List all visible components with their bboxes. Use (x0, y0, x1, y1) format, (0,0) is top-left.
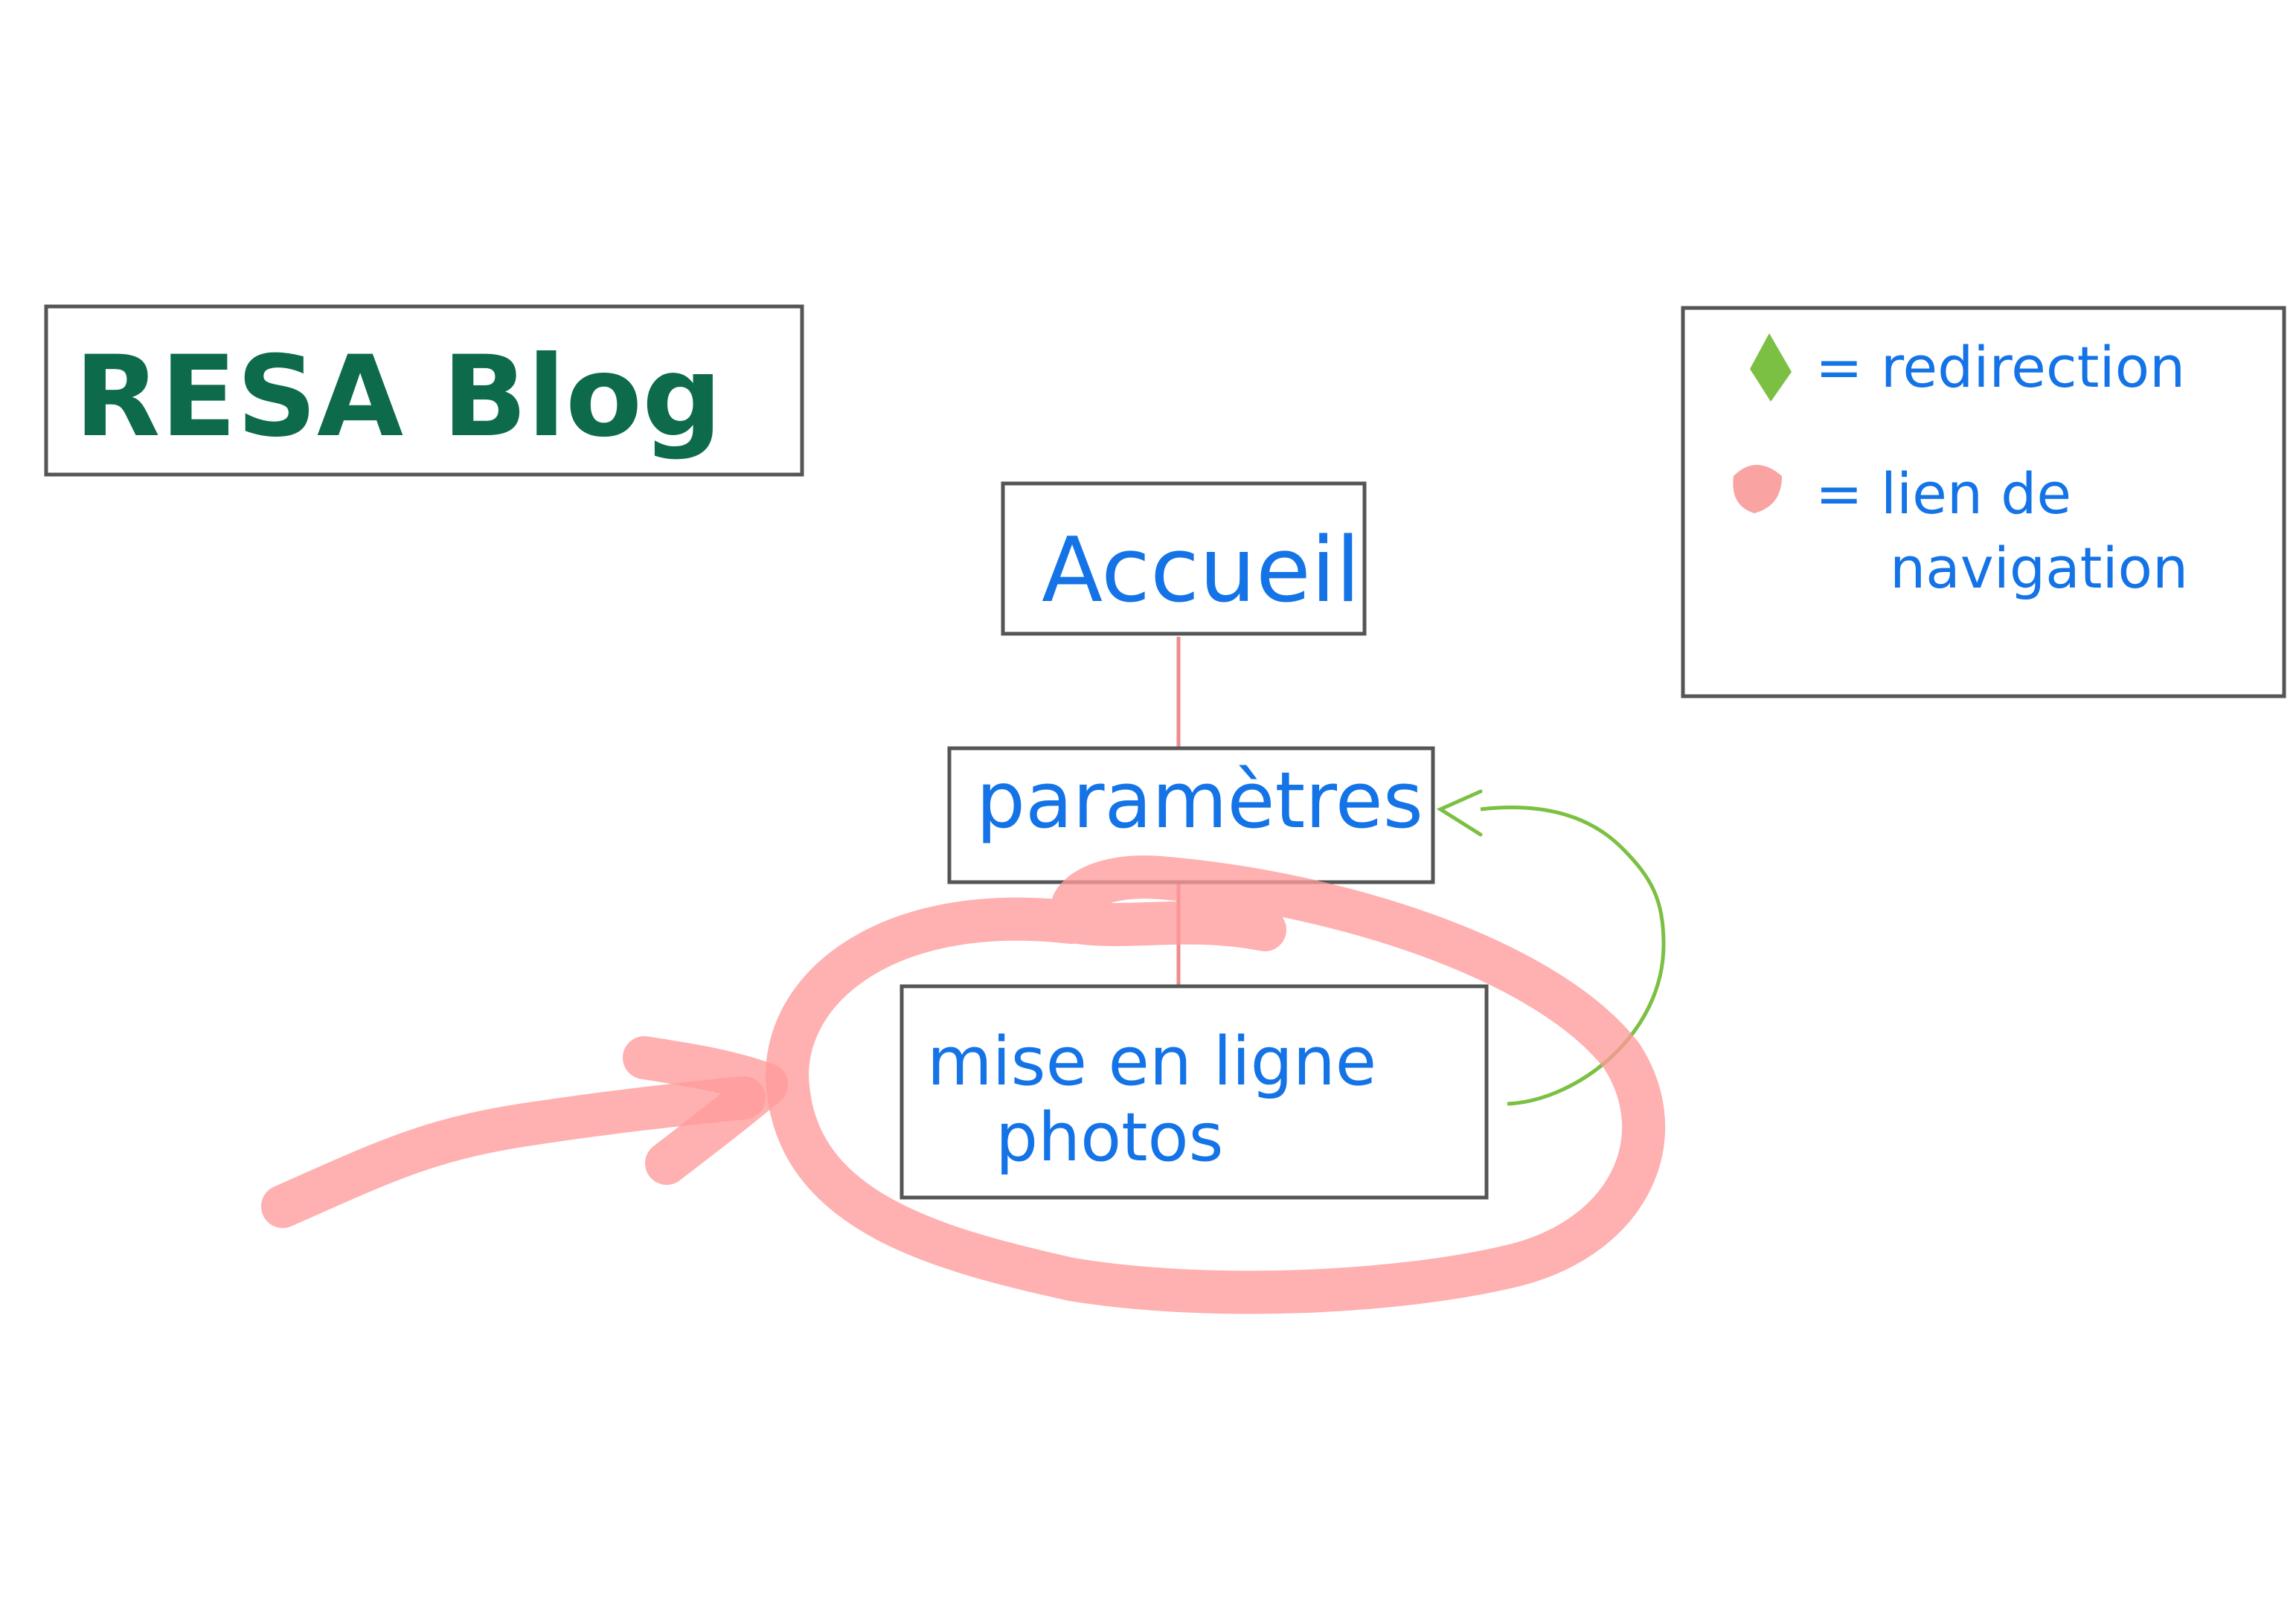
highlight-arrow (261, 1036, 788, 1228)
title-box (44, 304, 804, 477)
legend: = redirection = lien de navigation (1681, 306, 2286, 698)
node-upload-photos: mise en ligne photos (900, 984, 1489, 1200)
legend-redirection-label: = redirection (1815, 334, 2185, 400)
node-accueil: Accueil (1001, 481, 1367, 636)
node-upload-box (900, 984, 1489, 1200)
redirection-arrow (1480, 806, 1666, 1106)
node-parametres-label: paramètres (976, 755, 1423, 846)
redirection-swatch-icon (1750, 333, 1792, 402)
title-block: RESA Blog (44, 304, 804, 477)
legend-box (1681, 306, 2286, 698)
nav-link-swatch-icon (1733, 465, 1782, 513)
legend-nav-label-line1: = lien de (1815, 460, 2071, 527)
node-upload-label-line2: photos (995, 1099, 1223, 1177)
highlight-loop (766, 855, 1666, 1314)
legend-nav-label-line2: navigation (1890, 535, 2188, 601)
node-accueil-label: Accueil (1042, 519, 1361, 623)
highlight-arrowhead-icon (623, 1036, 788, 1185)
node-accueil-box (1001, 481, 1367, 636)
redirection-arrowhead-icon (1436, 789, 1483, 837)
title-text: RESA Blog (74, 332, 722, 462)
highlight-arrow-shaft (261, 1076, 766, 1228)
node-upload-label-line1: mise en ligne (927, 1023, 1376, 1101)
node-parametres: paramètres (947, 746, 1435, 884)
